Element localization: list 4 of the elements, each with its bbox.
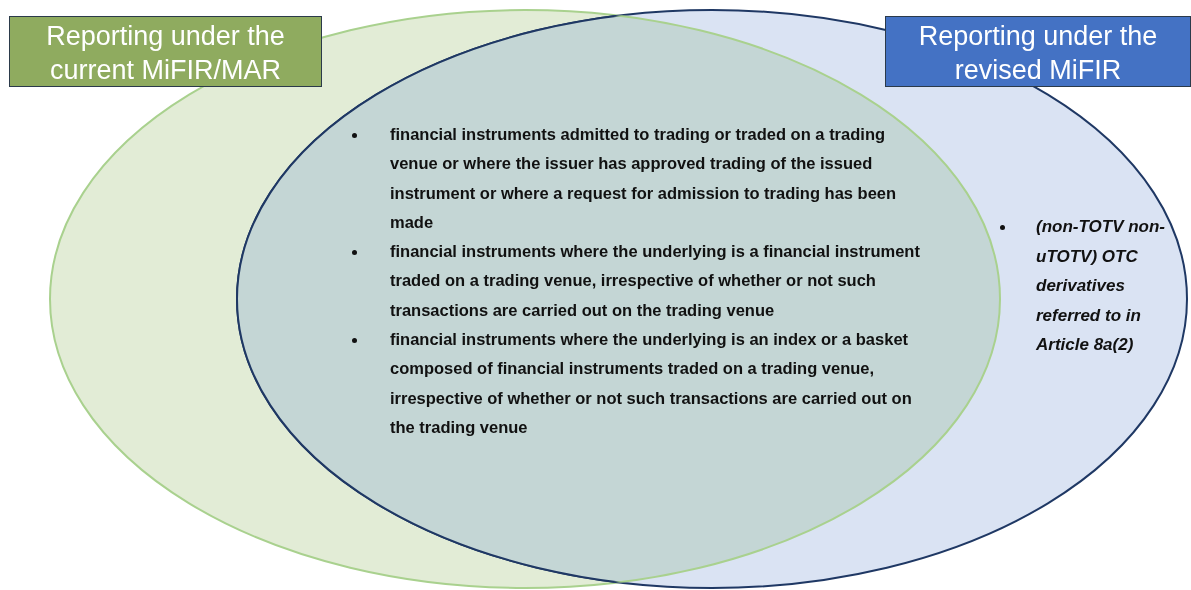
title-banner: Reporting under the current MiFIR/MAR [9, 16, 322, 87]
title-banner: Reporting under the revised MiFIR [885, 16, 1191, 87]
bullet-text: financial instruments where the underlying is an index or a basket composed of financial instruments traded on a trading venue, irrespective of whether or not such transactions are carried out on the trading venue [390, 329, 913, 438]
bullet-text: (non-TOTV non-uTOTV) OTC derivatives referred to in Article 8a(2) [1036, 216, 1167, 356]
